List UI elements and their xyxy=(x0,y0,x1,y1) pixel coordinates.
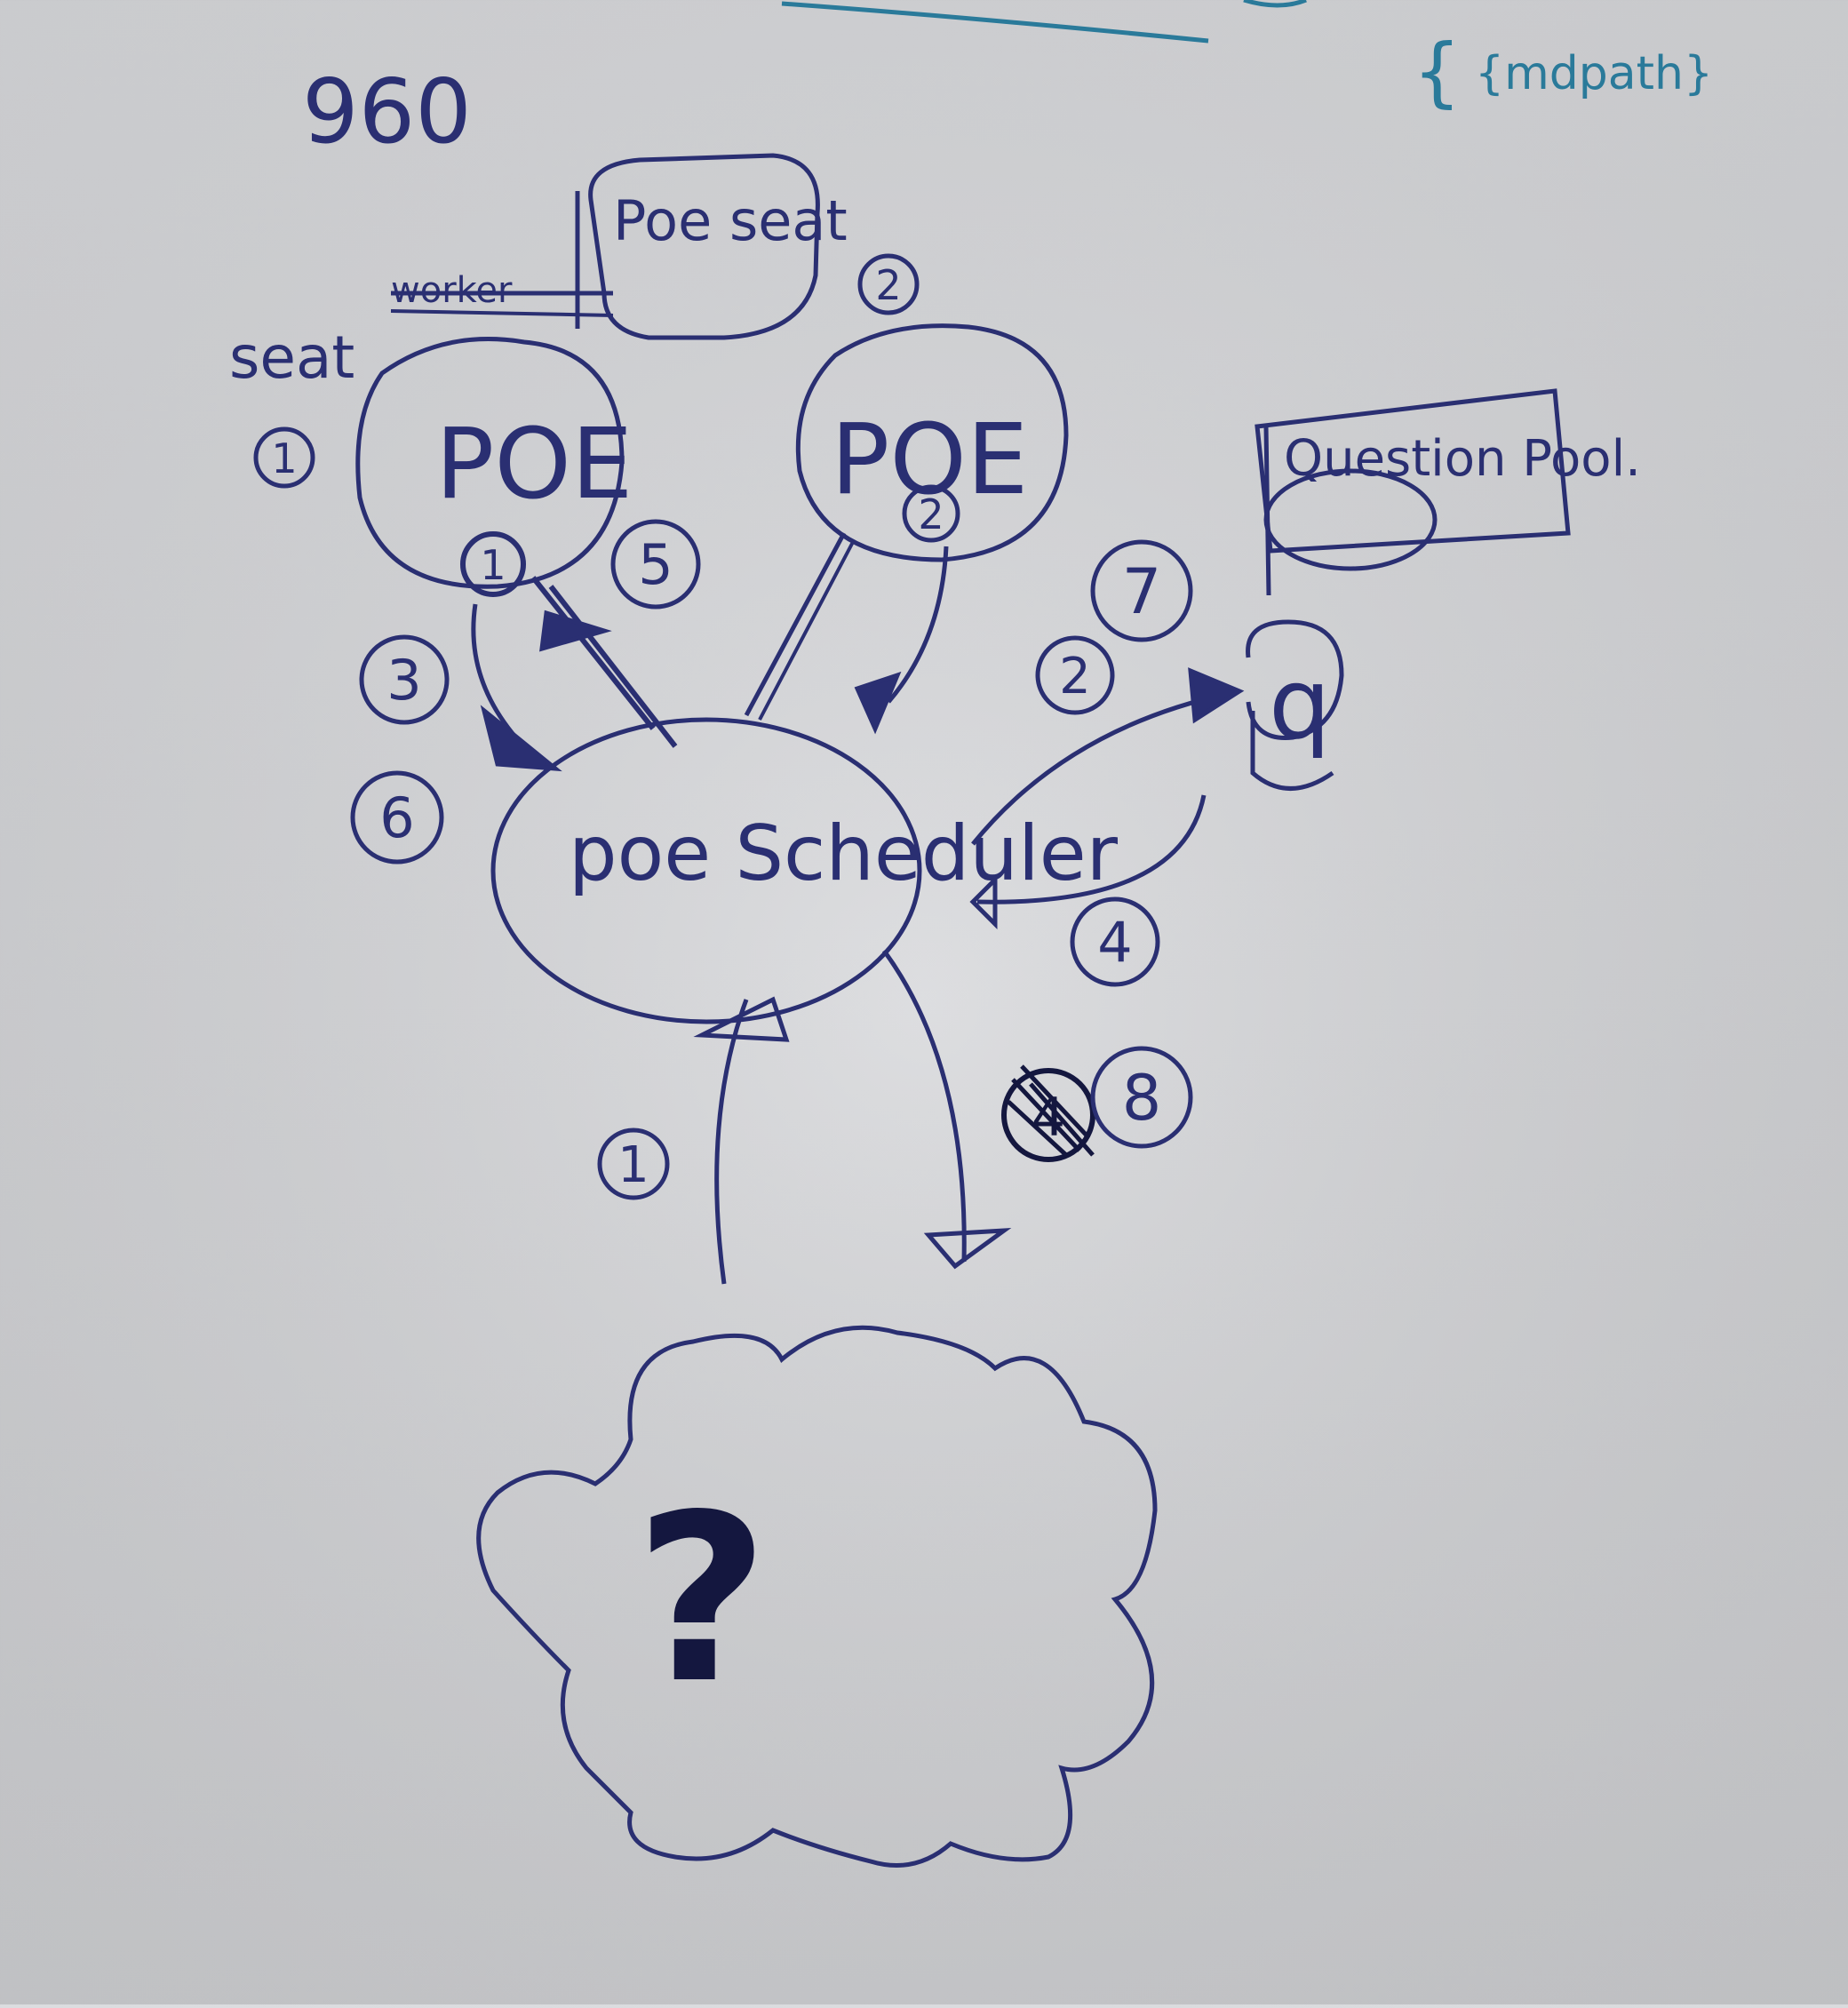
step-1-left-circle: 1 xyxy=(253,426,315,489)
poe-seat-box: Poe seat xyxy=(575,153,848,340)
scheduler-label: poe Scheduler xyxy=(569,809,1119,898)
arrowhead-step-1-up xyxy=(693,996,790,1042)
arrow-step-7 xyxy=(971,690,1231,846)
seat-label: seat xyxy=(229,323,354,392)
line-poe-right-scheduler xyxy=(744,531,847,717)
poe-node-left: POE xyxy=(355,337,633,589)
poe-left-label: POE xyxy=(435,407,633,521)
arrowhead-step-2-right xyxy=(854,671,902,735)
step-1-on-poe: 1 xyxy=(460,531,526,597)
line-poe-left-scheduler-2 xyxy=(530,576,656,730)
question-pool-box: Question Pool. xyxy=(1255,388,1641,596)
poe-seat-label: Poe seat xyxy=(613,188,848,253)
svg-text:2: 2 xyxy=(918,490,944,538)
q-node: q xyxy=(1246,619,1344,791)
svg-text:8: 8 xyxy=(1122,1062,1162,1135)
svg-text:7: 7 xyxy=(1122,555,1162,628)
poe-scheduler-node: poe Scheduler xyxy=(490,717,1119,1024)
strikethrough-2 xyxy=(390,309,614,317)
poe-node-right: POE xyxy=(795,323,1069,562)
arrowhead-step-7 xyxy=(1188,667,1245,724)
poe-right-label: POE xyxy=(831,402,1028,516)
arrowhead-step-3 xyxy=(480,705,562,772)
corner-note-left: 960 xyxy=(302,60,472,163)
teal-edge-line xyxy=(781,1,1209,44)
arrowhead-step-4 xyxy=(969,873,998,930)
svg-text:6: 6 xyxy=(379,785,414,850)
line-poe-left-scheduler xyxy=(548,585,678,748)
svg-text:4: 4 xyxy=(1097,910,1132,975)
svg-text:2: 2 xyxy=(1059,648,1091,705)
svg-text:5: 5 xyxy=(638,532,673,597)
step-7-circle: 7 xyxy=(1090,539,1193,642)
step-6-circle: 6 xyxy=(350,770,444,865)
step-8-circle: 8 xyxy=(1090,1046,1193,1149)
step-3-circle: 3 xyxy=(359,634,450,725)
step-5-circle: 5 xyxy=(610,519,701,610)
arrow-step-8-down xyxy=(881,949,967,1263)
left-brace: { xyxy=(1413,28,1462,116)
question-mark: ? xyxy=(635,1466,769,1734)
line-poe-right-scheduler-2 xyxy=(758,541,855,721)
corner-note-right: {mdpath} xyxy=(1475,47,1713,100)
arrow-step-2-right xyxy=(887,546,949,704)
step-1-left: 1 xyxy=(271,434,297,482)
arrowhead-step-5 xyxy=(539,610,612,652)
svg-text:1: 1 xyxy=(480,541,506,589)
teal-curve xyxy=(1243,0,1307,8)
svg-text:1: 1 xyxy=(617,1136,649,1194)
crossed-label: worker xyxy=(391,270,513,311)
arrow-step-1-up xyxy=(714,999,749,1285)
step-4-crossed-circle: 4 xyxy=(1001,1064,1095,1162)
arrow-step-4 xyxy=(976,794,1207,904)
step-2-on-poe: 2 xyxy=(902,484,960,543)
svg-text:2: 2 xyxy=(875,261,901,309)
question-pool-label: Question Pool. xyxy=(1284,430,1641,488)
arrowhead-step-8-down xyxy=(923,1228,1012,1270)
unknown-cloud xyxy=(476,1325,1158,1868)
step-1-bottom-circle: 1 xyxy=(597,1128,670,1200)
svg-text:3: 3 xyxy=(386,648,421,713)
step-2b-circle: 2 xyxy=(1035,635,1115,715)
step-4-circle: 4 xyxy=(1070,896,1160,987)
q-label: q xyxy=(1269,647,1331,761)
step-2-top-circle: 2 xyxy=(857,253,920,315)
